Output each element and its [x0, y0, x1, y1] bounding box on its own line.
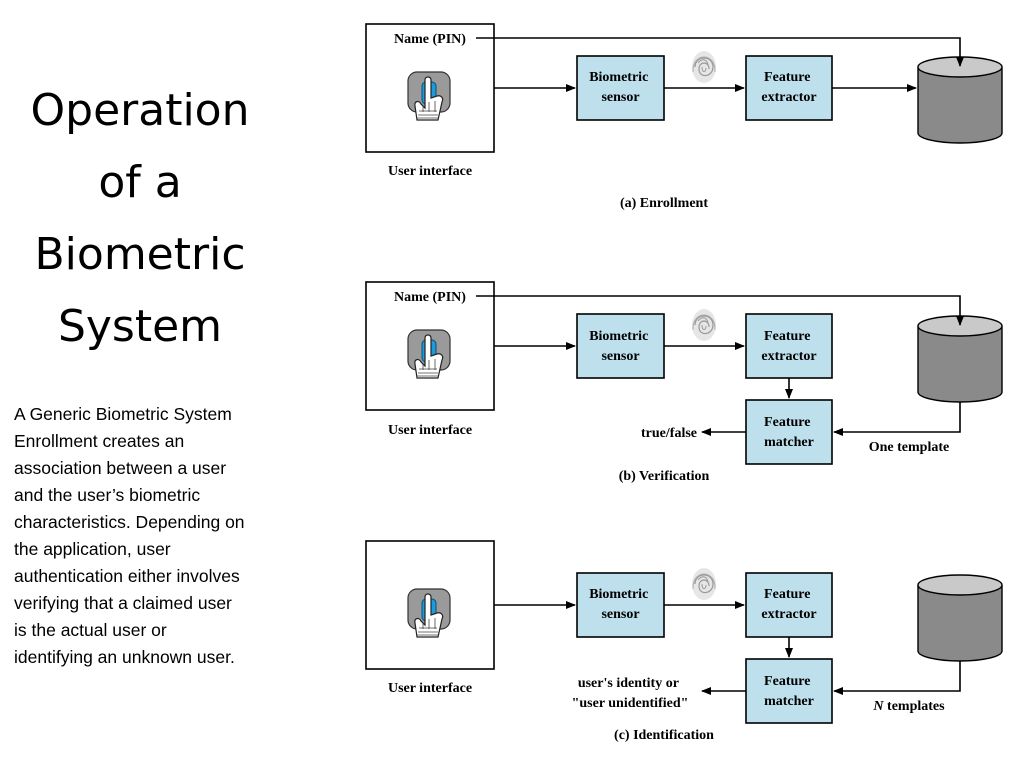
body-line: and the user’s biometric	[14, 485, 201, 505]
arrow-icon	[833, 661, 961, 695]
biometric-sensor-label: Biometric sensor	[589, 587, 652, 622]
enrollment-diagram: Name (PIN) User interface Biometric sens…	[365, 23, 1003, 211]
biometric-sensor-box	[576, 572, 665, 638]
body-line: Enrollment creates an	[14, 431, 185, 451]
fingerprint-icon	[691, 308, 717, 342]
feature-matcher-label: Feature matcher	[764, 415, 814, 450]
slide-body-text: A Generic Biometric System Enrollment cr…	[14, 401, 314, 671]
body-line: is the actual user or	[14, 620, 167, 640]
feature-extractor-box	[745, 572, 833, 638]
biometric-sensor-label: Biometric sensor	[589, 329, 652, 364]
feature-extractor-box	[745, 313, 833, 379]
body-line: identifying an unknown user.	[14, 647, 235, 667]
body-line: authentication either involves	[14, 566, 240, 586]
name-pin-label: Name (PIN)	[394, 32, 466, 47]
verification-diagram: Name (PIN) User interface Biometric sens…	[365, 281, 1003, 484]
body-line: A Generic Biometric System	[14, 404, 232, 424]
body-line: characteristics. Depending on	[14, 512, 245, 532]
user-interface-label: User interface	[388, 423, 472, 438]
arrow-icon	[476, 37, 964, 67]
identification-caption: (c) Identification	[614, 728, 714, 743]
feature-extractor-label: Feature extractor	[761, 70, 816, 105]
body-line: verifying that a claimed user	[14, 593, 232, 613]
n-templates-label: N templates	[872, 699, 945, 714]
body-line: the application, user	[14, 539, 171, 559]
slide-title: Operation of a Biometric System	[0, 75, 280, 363]
title-line: System	[57, 301, 223, 353]
database-icon	[917, 574, 1003, 662]
title-line: of a	[98, 157, 182, 209]
fingerprint-icon	[691, 567, 717, 601]
feature-matcher-label: Feature matcher	[764, 674, 814, 709]
title-line: Operation	[30, 85, 250, 137]
identification-diagram: User interface Biometric sensor Feature …	[365, 540, 1003, 743]
user-interface-label: User interface	[388, 681, 472, 696]
feature-matcher-box	[745, 658, 833, 724]
identification-output-label: user's identity or "user unidentified"	[572, 676, 689, 711]
database-icon	[917, 56, 1003, 144]
title-line: Biometric	[34, 229, 246, 281]
arrow-icon	[833, 402, 961, 436]
enrollment-caption: (a) Enrollment	[620, 196, 708, 211]
feature-extractor-box	[745, 55, 833, 121]
arrow-icon	[476, 295, 964, 326]
user-interface-label: User interface	[388, 164, 472, 179]
feature-matcher-box	[745, 399, 833, 465]
biometric-sensor-box	[576, 313, 665, 379]
body-line: association between a user	[14, 458, 227, 478]
verification-caption: (b) Verification	[619, 469, 710, 484]
fingerprint-icon	[691, 50, 717, 84]
one-template-label: One template	[869, 440, 949, 455]
database-icon	[917, 315, 1003, 403]
feature-extractor-label: Feature extractor	[761, 587, 816, 622]
name-pin-label: Name (PIN)	[394, 290, 466, 305]
verification-output-label: true/false	[641, 426, 697, 441]
biometric-sensor-box	[576, 55, 665, 121]
feature-extractor-label: Feature extractor	[761, 329, 816, 364]
biometric-sensor-label: Biometric sensor	[589, 70, 652, 105]
